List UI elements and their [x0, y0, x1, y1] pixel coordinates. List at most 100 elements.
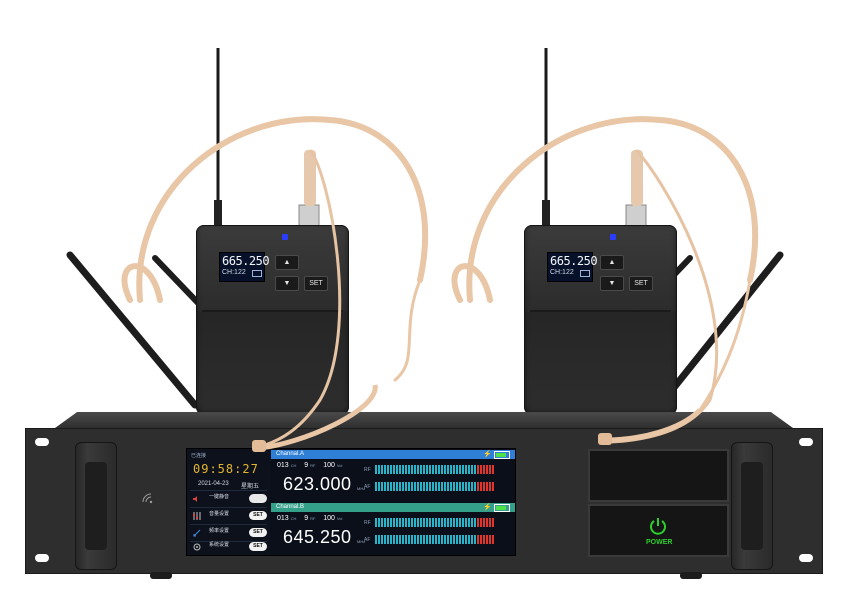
meter-segment — [459, 482, 461, 491]
up-button[interactable]: ▲ — [600, 255, 624, 270]
bodypack-frequency: 665.250 — [550, 254, 598, 268]
meter-segment — [492, 535, 494, 544]
meter-segment — [483, 482, 485, 491]
meter-segment — [387, 482, 389, 491]
meter-segment — [429, 535, 431, 544]
meter-segment — [414, 465, 416, 474]
speaker-mute-icon — [193, 496, 197, 502]
meter-segment — [399, 518, 401, 527]
menu-item-system[interactable]: 系统设置 SET — [187, 540, 270, 555]
menu-item-frequency[interactable]: 频率设置 SET — [187, 526, 270, 541]
channel-number: 013 — [277, 515, 289, 522]
channel-a-panel: Channal.A ⚡ 013 CH 9 RF 100 Vol 623.000 … — [271, 450, 515, 503]
battery-icon — [252, 270, 262, 277]
meter-segment — [477, 465, 479, 474]
meter-segment — [381, 482, 383, 491]
meter-segment — [444, 518, 446, 527]
up-button[interactable]: ▲ — [275, 255, 299, 270]
meter-segment — [459, 465, 461, 474]
rubber-foot — [150, 572, 172, 579]
down-button[interactable]: ▼ — [600, 276, 624, 291]
meter-segment — [396, 518, 398, 527]
meter-segment — [465, 465, 467, 474]
set-button[interactable]: SET — [249, 511, 267, 520]
channel-info: 013 CH 9 RF 100 Vol — [277, 462, 343, 469]
charging-icon: ⚡ — [483, 504, 492, 511]
connection-status: 已连接 — [191, 453, 207, 459]
power-icon — [650, 518, 666, 535]
power-label: POWER — [646, 539, 673, 546]
meter-segment — [429, 482, 431, 491]
menu-item-mute[interactable]: 一键静音 — [187, 492, 270, 507]
meter-segment — [435, 465, 437, 474]
meter-segment — [474, 482, 476, 491]
meter-segment — [423, 535, 425, 544]
rack-handle-left — [75, 442, 117, 570]
set-button[interactable]: SET — [249, 528, 267, 537]
set-button[interactable]: SET — [629, 276, 653, 291]
power-panel[interactable]: POWER — [588, 504, 729, 557]
meter-segment — [465, 535, 467, 544]
meter-segment — [456, 482, 458, 491]
meter-segment — [477, 482, 479, 491]
channel-info: 013 CH 9 RF 100 Vol — [277, 515, 343, 522]
rack-handle-right — [731, 442, 773, 570]
meter-segment — [390, 535, 392, 544]
status-led — [610, 234, 616, 240]
channel-number: 013 — [277, 462, 289, 469]
af-meter — [375, 535, 499, 544]
meter-segment — [453, 518, 455, 527]
meter-segment — [444, 465, 446, 474]
meter-segment — [453, 535, 455, 544]
meter-segment — [492, 518, 494, 527]
set-button[interactable]: SET — [304, 276, 328, 291]
meter-segment — [411, 482, 413, 491]
frequency-unit: MHz — [357, 486, 366, 491]
meter-segment — [486, 482, 488, 491]
meter-segment — [405, 535, 407, 544]
meter-segment — [405, 518, 407, 527]
meter-segment — [462, 518, 464, 527]
meter-segment — [393, 465, 395, 474]
meter-segment — [477, 518, 479, 527]
meter-segment — [414, 482, 416, 491]
meter-segment — [423, 482, 425, 491]
rf-meter — [375, 465, 499, 474]
clock-date: 2021-04-23 — [198, 481, 229, 487]
down-button[interactable]: ▼ — [275, 276, 299, 291]
af-label: AF — [364, 537, 371, 543]
meter-segment — [444, 535, 446, 544]
meter-segment — [456, 518, 458, 527]
rf-label: RF — [364, 467, 371, 473]
meter-segment — [483, 535, 485, 544]
channel-frequency: 645.250 — [283, 527, 352, 547]
mute-toggle[interactable] — [249, 494, 267, 503]
meter-segment — [492, 482, 494, 491]
meter-segment — [375, 535, 377, 544]
meter-segment — [396, 535, 398, 544]
meter-segment — [435, 482, 437, 491]
set-button[interactable]: SET — [249, 542, 267, 551]
belt-clip-seam — [202, 310, 343, 312]
receiver-antenna-left-2 — [152, 255, 203, 308]
meter-segment — [468, 482, 470, 491]
rack-mount-hole — [799, 438, 813, 446]
meter-segment — [492, 465, 494, 474]
channel-name: Channal.B — [276, 504, 305, 510]
meter-segment — [429, 518, 431, 527]
triangle-down-icon: ▼ — [608, 280, 616, 287]
menu-item-volume[interactable]: 音量设置 SET — [187, 509, 270, 524]
meter-segment — [378, 482, 380, 491]
meter-segment — [450, 518, 452, 527]
meter-segment — [453, 465, 455, 474]
gear-icon — [193, 543, 201, 551]
battery-icon — [494, 504, 510, 512]
meter-segment — [480, 518, 482, 527]
meter-segment — [411, 465, 413, 474]
channel-header: Channal.B ⚡ — [271, 503, 515, 512]
meter-segment — [462, 465, 464, 474]
meter-segment — [414, 518, 416, 527]
triangle-up-icon: ▲ — [283, 259, 291, 266]
meter-segment — [462, 535, 464, 544]
